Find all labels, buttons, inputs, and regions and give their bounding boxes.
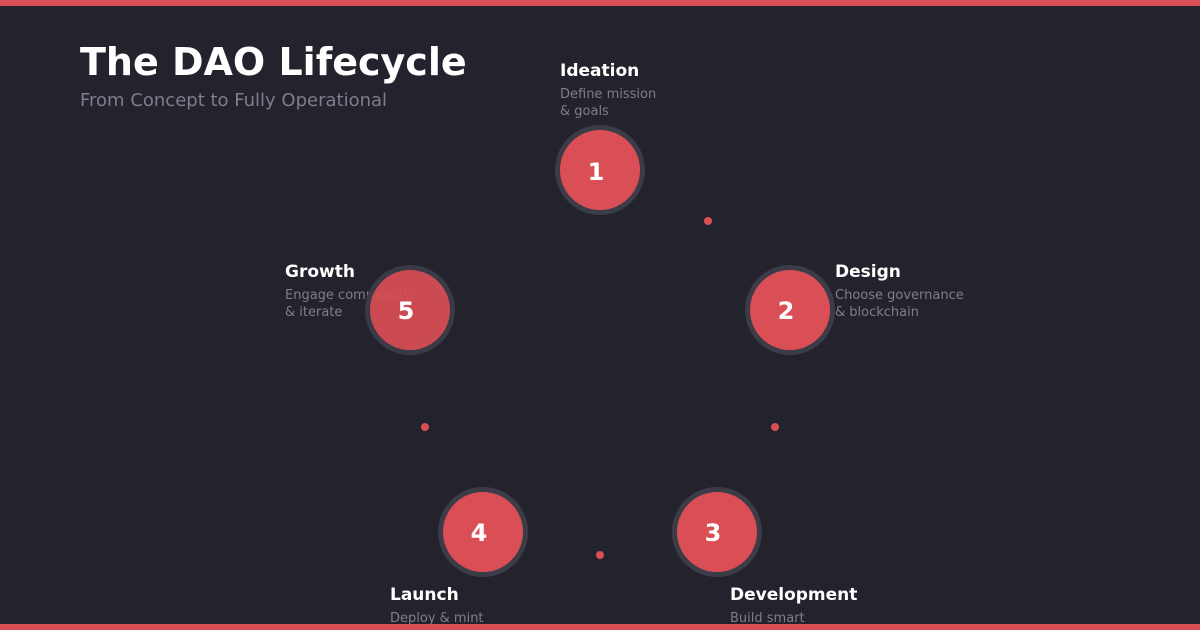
step-description-line: & blockchain: [835, 305, 919, 320]
page-subtitle: From Concept to Fully Operational: [80, 90, 388, 111]
step-label-development: Development Build smart: [730, 584, 857, 627]
step-description-line: Deploy & mint: [390, 611, 484, 626]
step-number-1: 1: [587, 158, 605, 186]
step-node-5: [365, 265, 455, 355]
step-node-2: [745, 265, 835, 355]
step-number-2: 2: [777, 297, 795, 325]
step-description-line: Choose governance: [835, 288, 964, 303]
step-number-3: 3: [704, 519, 722, 547]
step-title: Growth: [285, 262, 355, 282]
step-label-design: Design Choose governance & blockchain: [835, 261, 964, 321]
step-description-line: Build smart: [730, 611, 805, 626]
step-label-launch: Launch Deploy & mint: [390, 584, 484, 627]
step-title: Development: [730, 585, 858, 605]
top-accent-bar: [0, 0, 1200, 6]
step-description-line: & iterate: [285, 305, 343, 320]
bottom-accent-bar: [0, 624, 1200, 630]
step-number-5: 5: [397, 297, 415, 325]
page-title: The DAO Lifecycle: [80, 40, 467, 84]
step-node-1: [555, 125, 645, 215]
connector-dot-1-2: [704, 217, 712, 225]
step-description-line: Define mission: [560, 87, 657, 102]
connector-dot-3-4: [596, 551, 604, 559]
step-label-ideation: Ideation Define mission & goals: [560, 60, 656, 120]
step-title: Ideation: [560, 61, 640, 81]
step-title: Design: [835, 262, 901, 282]
step-description-line: & goals: [560, 104, 609, 119]
step-number-4: 4: [470, 519, 488, 547]
connector-dot-2-3: [771, 423, 779, 431]
step-title: Launch: [390, 585, 459, 605]
step-node-3: [672, 487, 762, 577]
connector-dot-4-5: [421, 423, 429, 431]
step-node-4: [438, 487, 528, 577]
